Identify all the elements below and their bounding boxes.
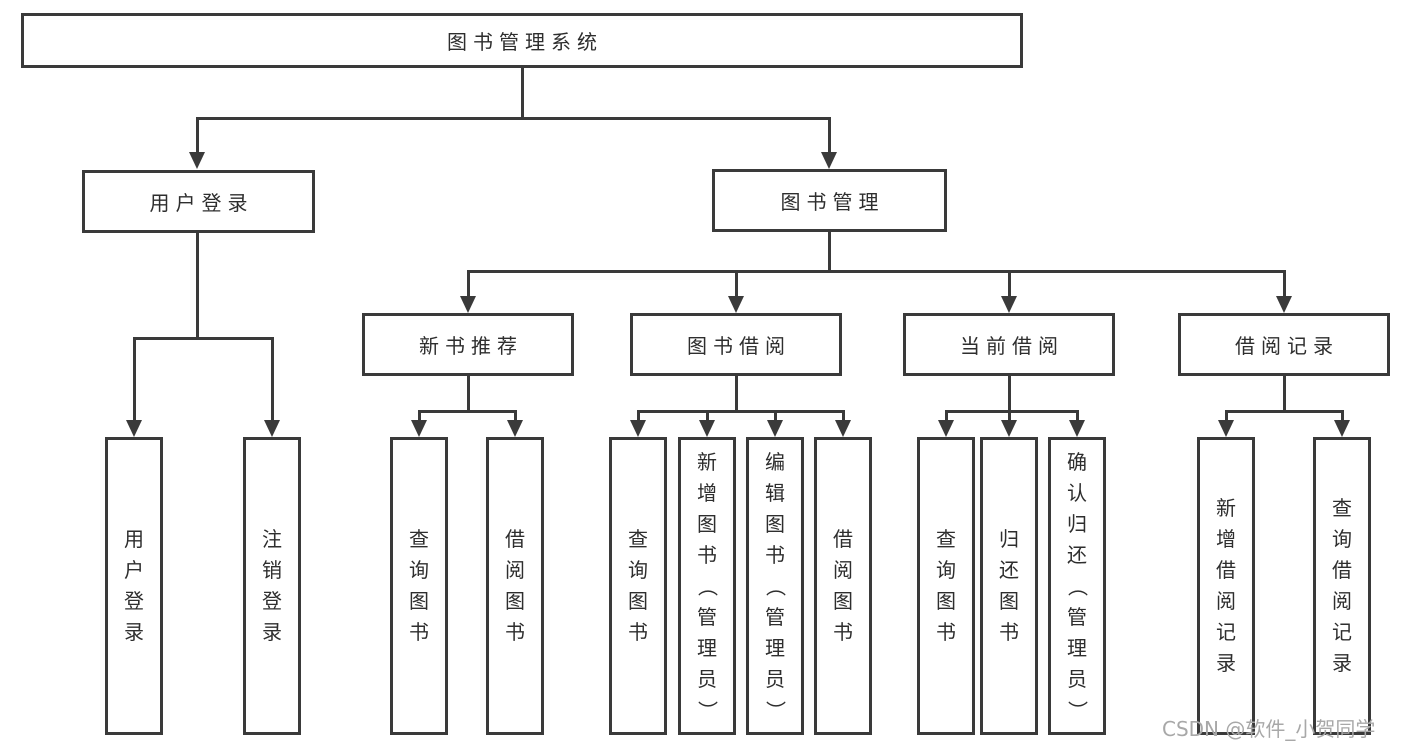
- leaf-cb-confirm-label: 确认归还（管理员）: [1065, 449, 1090, 721]
- node-borrow-records: 借阅记录: [1178, 313, 1390, 376]
- arrow-to-book-mgmt: [821, 152, 837, 169]
- arrow-to-leaf-bb-query: [630, 420, 646, 437]
- arrow-to-current-borrow: [1001, 296, 1017, 313]
- node-borrow-records-label: 借阅记录: [1235, 334, 1339, 358]
- leaf-br-query-label: 查询借阅记录: [1332, 496, 1352, 675]
- edge-to-borrowrecords-stem: [1283, 270, 1286, 298]
- node-new-book-rec: 新书推荐: [362, 313, 574, 376]
- edge-to-currentborrow-stem: [1008, 270, 1011, 298]
- leaf-cb-query: 查询图书: [917, 437, 975, 735]
- leaf-br-add-label: 新增借阅记录: [1216, 496, 1236, 675]
- edge-root-branch: [196, 117, 831, 120]
- node-book-borrow: 图书借阅: [630, 313, 842, 376]
- node-book-mgmt: 图书管理: [712, 169, 947, 232]
- edge-to-bookborrow-stem: [735, 270, 738, 298]
- arrow-to-leaf-cb-confirm: [1069, 420, 1085, 437]
- leaf-nbr-borrow-label: 借阅图书: [505, 527, 525, 644]
- leaf-bb-borrow-label: 借阅图书: [833, 527, 853, 644]
- leaf-nbr-query-label: 查询图书: [409, 527, 429, 644]
- arrow-to-leaf-bb-edit: [767, 420, 783, 437]
- leaf-bb-query: 查询图书: [609, 437, 667, 735]
- leaf-cb-return: 归还图书: [980, 437, 1038, 735]
- edge-br-leaf2-stem: [1341, 410, 1344, 423]
- edge-cb-leaf1-stem: [945, 410, 948, 423]
- edge-nbr-leaf1-stem: [418, 410, 421, 423]
- node-root: 图书管理系统: [21, 13, 1023, 68]
- csdn-watermark: CSDN @软件_小贺同学: [1162, 717, 1376, 741]
- edge-bb-leaf4-stem: [842, 410, 845, 423]
- arrow-to-leaf-br-add: [1218, 420, 1234, 437]
- arrow-to-leaf-bb-borrow: [835, 420, 851, 437]
- leaf-nbr-query: 查询图书: [390, 437, 448, 735]
- edge-cb-leaf3-stem: [1076, 410, 1079, 423]
- edge-borrowrecords-branch: [1225, 410, 1344, 413]
- arrow-to-leaf-bb-add: [699, 420, 715, 437]
- leaf-bb-borrow: 借阅图书: [814, 437, 872, 735]
- arrow-to-leaf-logout: [264, 420, 280, 437]
- arrow-to-leaf-nbr-borrow: [507, 420, 523, 437]
- arrow-to-leaf-nbr-query: [411, 420, 427, 437]
- node-root-label: 图书管理系统: [447, 30, 603, 54]
- leaf-bb-edit: 编辑图书（管理员）: [746, 437, 804, 735]
- edge-userlogin-branch: [133, 337, 274, 340]
- node-current-borrow: 当前借阅: [903, 313, 1115, 376]
- arrow-to-new-book-rec: [460, 296, 476, 313]
- edge-bb-leaf3-stem: [774, 410, 777, 423]
- leaf-bb-add: 新增图书（管理员）: [678, 437, 736, 735]
- edge-cb-leaf2-stem: [1008, 410, 1011, 423]
- edge-bookmgmt-branch: [467, 270, 1286, 273]
- edge-newbookrec-stem: [467, 376, 470, 412]
- edge-root-stem: [521, 68, 524, 118]
- node-book-mgmt-label: 图书管理: [780, 190, 885, 214]
- edge-currentborrow-stem: [1008, 376, 1011, 412]
- arrow-to-user-login: [189, 152, 205, 169]
- leaf-cb-query-label: 查询图书: [936, 527, 956, 644]
- edge-bookmgmt-stem: [828, 232, 831, 272]
- leaf-user-login-label: 用户登录: [124, 527, 144, 644]
- edge-nbr-leaf2-stem: [514, 410, 517, 423]
- leaf-cb-confirm: 确认归还（管理员）: [1048, 437, 1106, 735]
- edge-root-userlogin-stem: [196, 117, 199, 155]
- edge-to-newbookrec-stem: [467, 270, 470, 298]
- node-book-borrow-label: 图书借阅: [687, 334, 791, 358]
- edge-userlogin-leaf1-stem: [133, 337, 136, 423]
- leaf-user-login: 用户登录: [105, 437, 163, 735]
- node-user-login-label: 用户登录: [149, 191, 254, 215]
- leaf-cb-return-label: 归还图书: [999, 527, 1019, 644]
- leaf-bb-query-label: 查询图书: [628, 527, 648, 644]
- node-current-borrow-label: 当前借阅: [960, 334, 1064, 358]
- leaf-logout-label: 注销登录: [262, 527, 282, 644]
- edge-br-leaf1-stem: [1225, 410, 1228, 423]
- arrow-to-borrow-records: [1276, 296, 1292, 313]
- edge-bookborrow-branch: [637, 410, 845, 413]
- leaf-bb-add-label: 新增图书（管理员）: [695, 449, 720, 721]
- leaf-nbr-borrow: 借阅图书: [486, 437, 544, 735]
- node-new-book-rec-label: 新书推荐: [419, 334, 523, 358]
- edge-borrowrecords-stem: [1283, 376, 1286, 412]
- edge-userlogin-leaf2-stem: [271, 337, 274, 423]
- leaf-bb-edit-label: 编辑图书（管理员）: [763, 449, 788, 721]
- edge-userlogin-stem: [196, 233, 199, 339]
- edge-currentborrow-branch: [945, 410, 1079, 413]
- arrow-to-leaf-cb-query: [938, 420, 954, 437]
- edge-root-bookmgmt-stem: [828, 117, 831, 155]
- edge-bookborrow-stem: [735, 376, 738, 412]
- leaf-logout: 注销登录: [243, 437, 301, 735]
- edge-bb-leaf2-stem: [706, 410, 709, 423]
- leaf-br-add: 新增借阅记录: [1197, 437, 1255, 735]
- leaf-br-query: 查询借阅记录: [1313, 437, 1371, 735]
- arrow-to-leaf-user-login: [126, 420, 142, 437]
- edge-newbookrec-branch: [418, 410, 517, 413]
- node-user-login: 用户登录: [82, 170, 315, 233]
- edge-bb-leaf1-stem: [637, 410, 640, 423]
- arrow-to-leaf-cb-return: [1001, 420, 1017, 437]
- arrow-to-leaf-br-query: [1334, 420, 1350, 437]
- arrow-to-book-borrow: [728, 296, 744, 313]
